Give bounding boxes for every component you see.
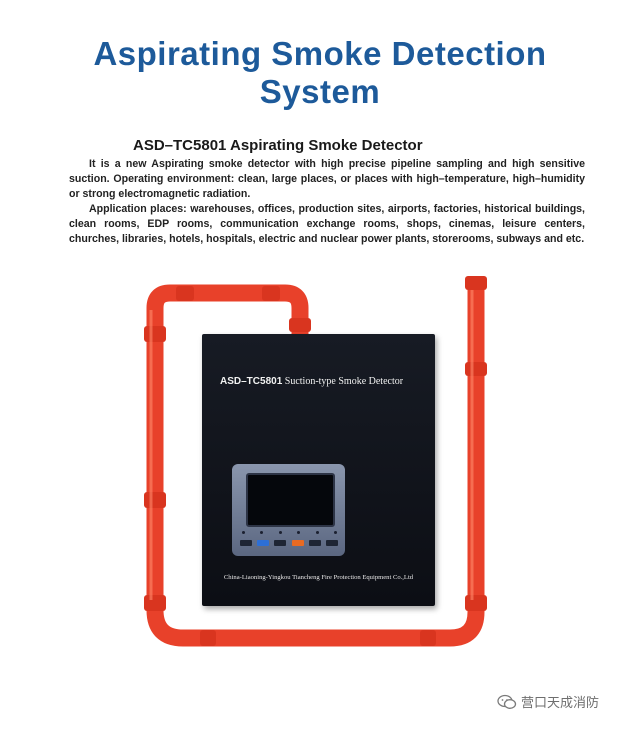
product-subtitle: ASD–TC5801 Aspirating Smoke Detector: [133, 137, 423, 154]
title-line-1: Aspirating Smoke Detection: [93, 35, 547, 72]
application-paragraph: Application places: warehouses, offices,…: [69, 203, 585, 245]
panel-key: [257, 540, 270, 546]
control-panel: [232, 464, 345, 556]
led-indicator: [297, 531, 301, 534]
wechat-icon: [497, 694, 517, 709]
status-leds: [242, 528, 337, 536]
wechat-watermark: 营口天成消防: [497, 692, 599, 711]
description-paragraph: It is a new Aspirating smoke detector wi…: [69, 158, 585, 200]
panel-key: [325, 540, 338, 546]
manufacturer-text: China-Liaoning-Yingkou Tiancheng Fire Pr…: [223, 574, 414, 581]
lcd-screen: [246, 473, 335, 527]
panel-key: [308, 540, 321, 546]
panel-key: [240, 540, 252, 546]
led-indicator: [278, 531, 282, 534]
led-indicator: [260, 531, 264, 534]
led-indicator: [315, 531, 319, 534]
panel-key: [274, 540, 287, 546]
panel-key: [291, 540, 304, 546]
device-label: ASD–TC5801 Suction-type Smoke Detector: [220, 376, 430, 387]
led-indicator: [333, 531, 337, 534]
device-model: ASD–TC5801: [220, 376, 283, 387]
watermark-text: 营口天成消防: [521, 696, 600, 711]
page-title: Aspirating Smoke Detection System: [0, 35, 640, 111]
title-line-2: System: [259, 73, 381, 110]
led-indicator: [242, 531, 245, 534]
smoke-detector-device: ASD–TC5801 Suction-type Smoke Detector C…: [202, 334, 435, 606]
keypad: [240, 540, 338, 546]
device-name: Suction-type Smoke Detector: [284, 376, 404, 387]
